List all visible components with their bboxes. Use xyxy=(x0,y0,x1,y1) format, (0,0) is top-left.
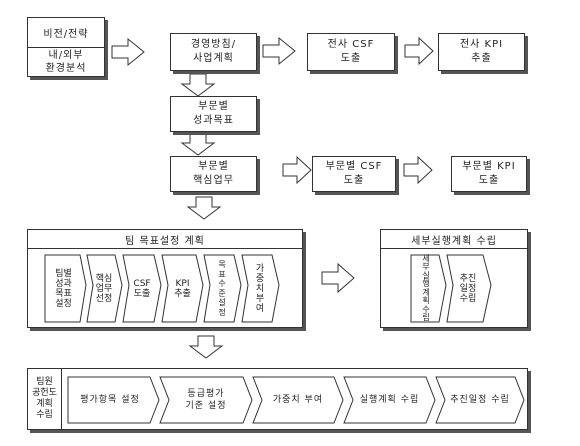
arrow-team-to-member xyxy=(188,335,224,359)
member-plan-chevrons xyxy=(67,376,525,424)
detail-plan-chevrons xyxy=(410,254,492,323)
detail-step-1-shape xyxy=(410,254,447,323)
arrow-divcsf-to-divkpi xyxy=(403,155,433,185)
division-goal-box: 부문별 성과목표 xyxy=(170,96,257,132)
division-kpi-box: 부문별 KPI 도출 xyxy=(451,156,527,192)
corporate-csf-box: 전사 CSF 도출 xyxy=(307,33,395,71)
member-step-4: 실행계획 수립 xyxy=(359,395,420,405)
member-step-5: 추진일정 수립 xyxy=(450,395,510,405)
arrow-task-to-team xyxy=(186,196,222,220)
corporate-kpi-box: 전사 KPI 추출 xyxy=(438,33,525,71)
arrow-plan-to-csf xyxy=(262,36,296,66)
team-step-5-shape xyxy=(203,254,242,323)
member-step-3-shape xyxy=(252,376,344,424)
member-step-5-shape xyxy=(435,376,525,424)
detail-plan-frame: 세부실행계획 수립 세 부 실 행 계 획 수 립 추진 일정 수립 xyxy=(380,229,528,328)
team-goal-chevrons xyxy=(44,254,280,323)
arrow-vision-to-plan xyxy=(111,37,145,67)
detail-plan-title: 세부실행계획 수립 xyxy=(381,230,527,249)
arrow-csf-to-kpi xyxy=(404,36,434,66)
detail-step-2: 추진 일정 수립 xyxy=(459,273,477,304)
arrow-goal-to-task xyxy=(180,132,216,156)
arrow-plan-to-goal xyxy=(180,73,216,97)
detail-step-1: 세 부 실 행 계 획 수 립 xyxy=(422,253,430,322)
team-step-1-shape xyxy=(44,254,87,323)
member-step-2-shape xyxy=(159,376,253,424)
division-csf-box: 부문별 CSF 도출 xyxy=(312,156,396,192)
arrow-task-to-divcsf xyxy=(282,155,312,185)
team-step-4-shape xyxy=(161,254,204,323)
team-step-1: 팀별 성과 목표 설정 xyxy=(55,268,72,309)
team-step-3-shape xyxy=(122,254,162,323)
management-plan-box: 경영방침/ 사업계획 xyxy=(170,33,257,71)
team-step-5: 목 표 수 준 설 정 xyxy=(218,260,226,317)
team-step-2-shape xyxy=(86,254,123,323)
vision-environment-box: 비전/전략 내/외부 환경분석 xyxy=(27,17,105,77)
member-step-4-shape xyxy=(343,376,436,424)
member-step-3: 가중치 부여 xyxy=(272,395,324,405)
team-step-3: CSF 도출 xyxy=(133,278,151,299)
member-plan-label: 팀원 공헌도 계획 수립 xyxy=(28,369,62,429)
member-plan-frame: 팀원 공헌도 계획 수립 평가항목 설정 등급평가 기준 설정 가중치 부여 실… xyxy=(27,368,528,430)
arrow-team-to-detail xyxy=(321,262,355,294)
vision-strategy-label: 비전/전략 xyxy=(28,18,104,48)
team-goal-title: 팀 목표설정 계획 xyxy=(28,230,302,249)
team-step-4: KPI 추출 xyxy=(174,278,191,299)
detail-step-2-shape xyxy=(446,254,492,323)
member-step-2: 등급평가 기준 설정 xyxy=(185,389,227,411)
team-goal-frame: 팀 목표설정 계획 팀별 성과 목표 설정 핵심 업무 선정 CSF 도출 KP… xyxy=(27,229,303,328)
team-step-6: 가 중 치 부 여 xyxy=(255,263,265,314)
environment-analysis-label: 내/외부 환경분석 xyxy=(45,50,87,74)
team-step-2: 핵심 업무 선정 xyxy=(95,273,113,304)
member-step-1: 평가항목 설정 xyxy=(80,395,140,405)
member-step-1-shape xyxy=(67,376,160,424)
division-task-box: 부문별 핵심업무 xyxy=(170,156,257,192)
team-step-6-shape xyxy=(241,254,280,323)
